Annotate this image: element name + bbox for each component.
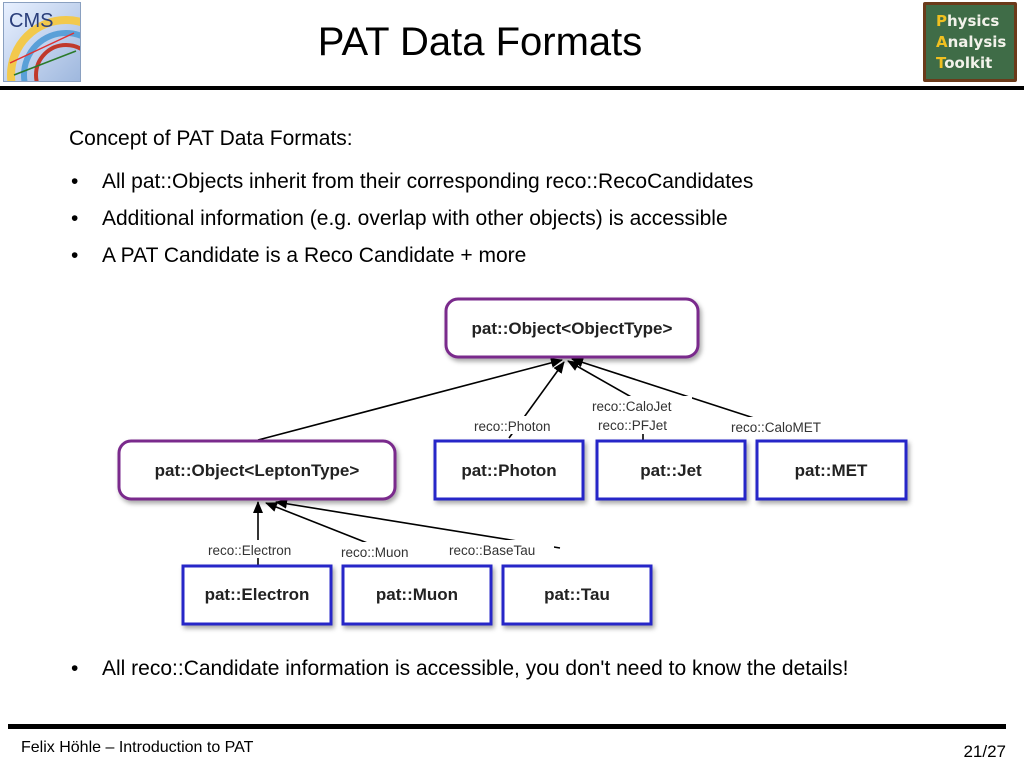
box-jet: pat::Jet [595, 439, 747, 501]
box-jet-frame [595, 439, 747, 501]
edge-label-electron: reco::Electron [208, 543, 291, 558]
box-lepton-type: pat::Object<LeptonType> [117, 439, 397, 501]
pat-logo: Physics Analysis Toolkit [923, 2, 1017, 82]
edge-label-photon: reco::Photon [474, 419, 551, 434]
box-muon-label: pat::Muon [376, 585, 458, 604]
footer-author: Felix Höhle – Introduction to PAT [21, 739, 254, 756]
box-electron-label: pat::Electron [205, 585, 310, 604]
box-electron: pat::Electron [181, 564, 333, 626]
closing-bullet: All reco::Candidate information is acces… [69, 650, 848, 687]
edge-label-bg [588, 396, 692, 434]
cms-logo-text: CMS [9, 10, 53, 32]
edge-muon-to-lepton [265, 502, 381, 549]
page-number: 21/27 [963, 742, 1006, 761]
edge-label-pfjet: reco::PFJet [598, 418, 667, 433]
edge-label-bg [205, 540, 311, 558]
edge-label-bg [470, 416, 568, 434]
box-met: pat::MET [755, 439, 908, 501]
box-photon-frame [433, 439, 585, 501]
box-tau-frame [501, 564, 653, 626]
box-lepton-type-frame [117, 439, 397, 501]
box-photon: pat::Photon [433, 439, 585, 501]
box-electron-frame [181, 564, 333, 626]
pat-logo-rest-p: hysics [947, 12, 1000, 30]
pat-logo-line-physics: Physics [936, 11, 1014, 32]
pat-logo-initial-a: A [936, 33, 948, 51]
box-muon: pat::Muon [341, 564, 493, 626]
box-muon-frame [341, 564, 493, 626]
edge-met-to-object [571, 357, 761, 421]
header-rule [0, 86, 1024, 90]
box-object-type-label: pat::Object<ObjectType> [472, 319, 673, 338]
box-object-type-frame [444, 297, 700, 359]
edge-lepton-to-object [257, 357, 563, 441]
pat-logo-rest-a: nalysis [947, 33, 1007, 51]
box-tau-label: pat::Tau [544, 585, 610, 604]
intro-text: Concept of PAT Data Formats: [69, 127, 353, 150]
box-lepton-type-label: pat::Object<LeptonType> [155, 461, 360, 480]
box-photon-label: pat::Photon [461, 461, 556, 480]
edge-label-calomet: reco::CaloMET [731, 420, 821, 435]
footer-rule [8, 724, 1006, 729]
pat-logo-initial-p: P [936, 12, 947, 30]
box-met-frame [755, 439, 908, 501]
pat-logo-rest-t: oolkit [944, 54, 993, 72]
box-object-type: pat::Object<ObjectType> [444, 297, 700, 359]
edge-label-bg [446, 540, 554, 558]
edge-label-calojet: reco::CaloJet [592, 399, 672, 414]
bullet-list: All pat::Objects inherit from their corr… [69, 163, 753, 274]
pat-logo-line-analysis: Analysis [936, 32, 1014, 53]
box-met-label: pat::MET [795, 461, 868, 480]
bullet-item: All pat::Objects inherit from their corr… [69, 163, 753, 200]
pat-logo-line-toolkit: Toolkit [936, 53, 1014, 74]
edge-label-muon: reco::Muon [341, 545, 409, 560]
bullet-item: Additional information (e.g. overlap wit… [69, 200, 753, 237]
pat-logo-initial-t: T [936, 54, 945, 72]
box-jet-label: pat::Jet [640, 461, 702, 480]
bullet-item: A PAT Candidate is a Reco Candidate + mo… [69, 237, 753, 274]
box-tau: pat::Tau [501, 564, 653, 626]
page-title: PAT Data Formats [317, 20, 643, 64]
edge-label-bg [338, 542, 426, 560]
edge-label-basetau: reco::BaseTau [449, 543, 535, 558]
edge-jet-to-object [567, 360, 641, 403]
edge-label-bg [727, 417, 843, 435]
